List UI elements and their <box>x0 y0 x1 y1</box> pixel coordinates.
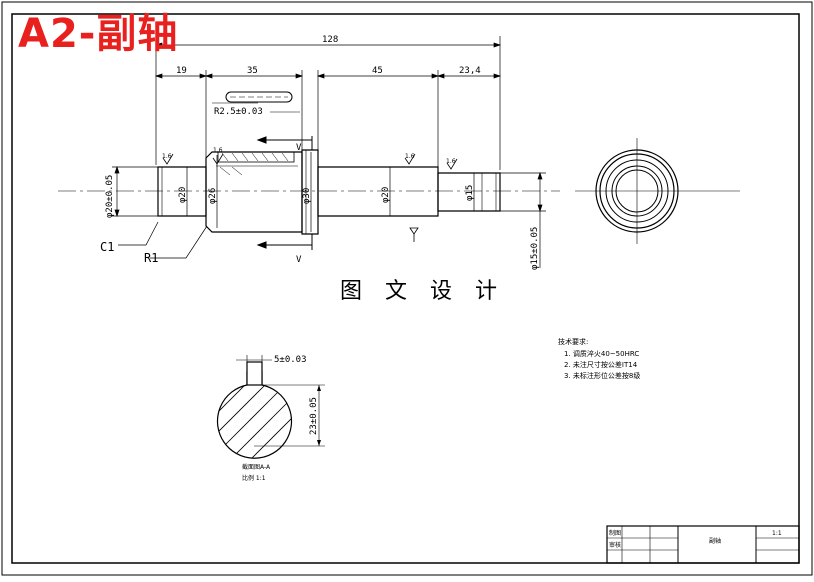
dim-dia-30: φ30 <box>302 188 312 204</box>
section-caption-1: 截面图A-A <box>242 463 271 471</box>
tech-heading: 技术要求: <box>558 337 588 346</box>
keyway-top-view <box>212 91 293 104</box>
dim-dia-end-tol: φ20±0.05 <box>105 175 115 218</box>
section-caption-2: 比例 1:1 <box>242 474 266 482</box>
roughness-2: 1.6 <box>213 147 223 154</box>
leaders <box>118 221 208 259</box>
fillet-label: R1 <box>144 251 158 265</box>
dim-dia-15-tol: φ15±0.05 <box>530 227 540 270</box>
cross-section <box>216 355 325 459</box>
inner-border <box>11 13 800 564</box>
dim-dia-20a: φ20 <box>178 187 188 203</box>
section-key-width: 5±0.03 <box>274 355 307 365</box>
roughness-1: 1.6 <box>162 153 172 160</box>
dim-total <box>154 36 502 170</box>
section-v-top: V <box>296 143 302 153</box>
drawing-title: A2-副轴 <box>18 11 179 57</box>
section-v-bottom: V <box>296 255 302 265</box>
dim-total-label: 128 <box>322 35 338 45</box>
tb-part-name: 副轴 <box>709 537 721 545</box>
roughness-3: 1.6 <box>405 153 415 160</box>
section-cut-marks <box>256 136 313 250</box>
dim-segments <box>154 70 502 168</box>
keyway-radius-label: R2.5±0.03 <box>214 107 263 117</box>
tech-item-1: 1. 调质淬火40~50HRC <box>564 349 639 358</box>
tech-item-2: 2. 未注尺寸按公差IT14 <box>564 360 638 369</box>
dim-seg1-label: 19 <box>176 66 187 76</box>
tb-scale: 1:1 <box>772 530 782 537</box>
keyway-profile <box>216 151 298 176</box>
roughness-4: 1.6 <box>446 158 456 165</box>
tb-row-label-2: 审核 <box>609 541 621 549</box>
chamfer-label: C1 <box>100 240 114 254</box>
tech-item-3: 3. 未标注形位公差按8级 <box>564 371 640 380</box>
dim-dia-20b: φ20 <box>381 187 391 203</box>
end-view <box>575 138 740 244</box>
dim-seg3-label: 45 <box>372 66 383 76</box>
tb-row-label-1: 制图 <box>609 529 621 537</box>
watermark-text: 图 文 设 计 <box>340 279 505 304</box>
dim-left-dia <box>112 152 475 232</box>
title-block <box>606 525 800 564</box>
dim-seg2-label: 35 <box>247 66 258 76</box>
dim-dia-26: φ26 <box>208 188 218 204</box>
dim-right-dia <box>500 171 546 268</box>
dim-dia-15: φ15 <box>465 185 475 201</box>
section-depth: 23±0.05 <box>309 397 319 435</box>
dim-seg4-label: 23,4 <box>459 66 481 76</box>
